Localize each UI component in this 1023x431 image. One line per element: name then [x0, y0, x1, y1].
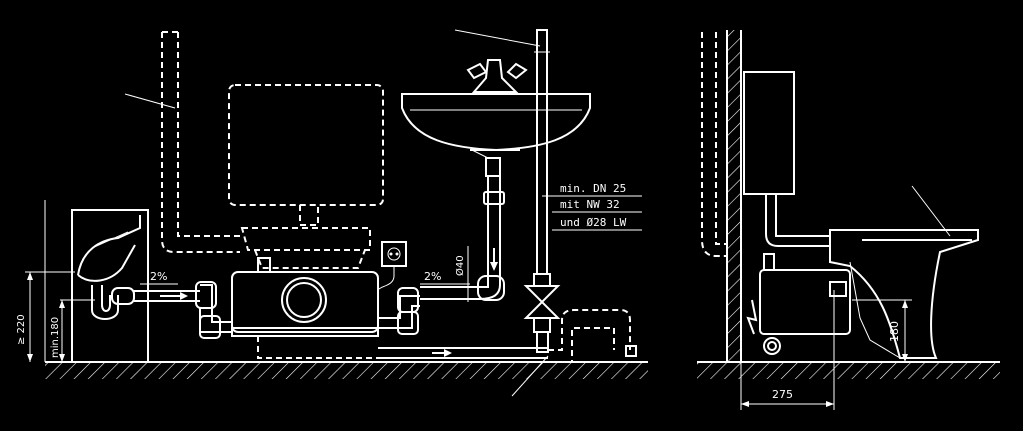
washbasin: [401, 93, 591, 159]
side-view: 180 275: [697, 30, 1000, 410]
outlet-pipe: [378, 230, 505, 335]
sink-drain: [483, 157, 505, 271]
floor-drain-line: [378, 347, 548, 359]
inlet-elbow: [195, 281, 232, 339]
wc-bowl-side: [829, 185, 979, 359]
spec-line-2: mit NW 32: [560, 198, 620, 211]
height-min-label: min.180: [50, 317, 61, 358]
spec-line-3: und Ø28 LW: [560, 216, 627, 229]
trap-dashed-right: [548, 309, 637, 363]
side-height-label: 180: [888, 321, 901, 342]
height-total-label: ≥ 220: [16, 314, 27, 345]
trap-pipe-left: [91, 285, 200, 320]
vent-pipe-side: [701, 32, 727, 257]
floor-front: [45, 361, 648, 379]
spec-line-1: min. DN 25: [560, 182, 626, 195]
flush-pipe-side: [765, 194, 830, 247]
spec-callout: min. DN 25 mit NW 32 und Ø28 LW: [542, 182, 642, 231]
side-width-label: 275: [772, 388, 793, 401]
slope-label-left: 2%: [150, 270, 167, 283]
vent-pipe-left: [124, 31, 240, 253]
pipe-diameter-label: Ø40: [454, 255, 466, 276]
front-view: min. DN 25 mit NW 32 und Ø28 LW 2% 2% Ø4…: [16, 29, 648, 397]
wc-seat-dashed: [240, 227, 371, 269]
supply-pipe: [511, 29, 561, 397]
side-width-dimension: 275: [740, 290, 835, 410]
side-height-dimension: 180: [852, 299, 912, 362]
cistern-dashed: [228, 84, 384, 226]
faucet-icon: [454, 29, 541, 93]
wall-side: [726, 30, 742, 362]
electrical-socket: [377, 241, 407, 291]
floor-side: [697, 361, 1000, 379]
height-dimensions: ≥ 220 min.180: [16, 271, 75, 362]
pump-unit: [231, 257, 379, 359]
wc-bowl-left: [60, 209, 149, 363]
slope-label-right: 2%: [424, 270, 441, 283]
pump-unit-side: [746, 253, 851, 355]
cistern-side: [743, 71, 795, 195]
